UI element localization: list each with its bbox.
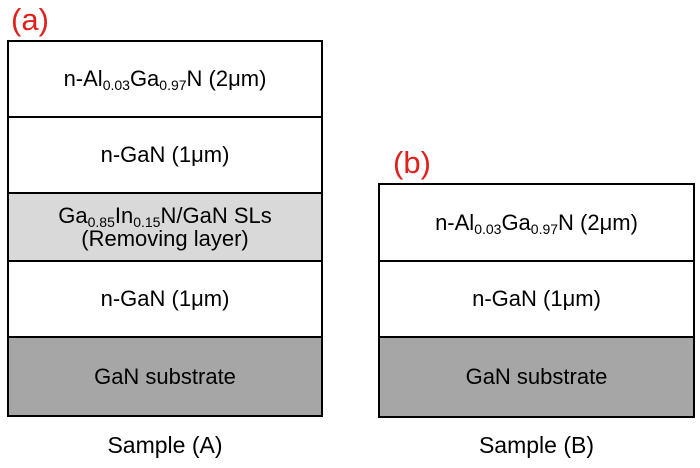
sample-a-layer-gan-lower: n-GaN (1μm) (9, 260, 321, 336)
label-b: (b) (393, 145, 431, 180)
label-text: GaN substrate (94, 363, 236, 389)
subscript: 0.03 (102, 77, 130, 94)
label-text: In (114, 202, 134, 228)
sample-a-layer-substrate: GaN substrate (9, 336, 321, 415)
subscript: 0.15 (133, 213, 161, 230)
layer-label-line2: (Removing layer) (81, 226, 249, 251)
subscript: 0.03 (474, 220, 502, 237)
label-text: Ga (501, 209, 531, 235)
sample-b-layer-stack: n-Al0.03Ga0.97N (2μm) n-GaN (1μm) GaN su… (378, 183, 695, 418)
sample-a-layer-sls: Ga0.85In0.15N/GaN SLs(Removing layer) (9, 192, 321, 260)
layer-label: n-GaN (1μm) (101, 287, 230, 310)
layer-label: n-GaN (1μm) (472, 287, 601, 310)
subscript: 0.97 (530, 220, 559, 237)
layer-label: GaN substrate (94, 365, 236, 388)
subscript: 0.85 (87, 213, 115, 230)
label-text: n-Al (63, 66, 103, 92)
label-text: n-GaN (1μm) (472, 286, 601, 312)
sample-a-caption: Sample (A) (107, 432, 223, 458)
label-text: n-GaN (1μm) (100, 142, 230, 168)
label-text: n-GaN (1μm) (100, 286, 230, 312)
layer-label: GaN substrate (466, 365, 608, 388)
layer-label: n-Al0.03Ga0.97N (2μm) (435, 209, 638, 237)
sample-b-layer-algan: n-Al0.03Ga0.97N (2μm) (380, 185, 693, 260)
label-text: GaN substrate (465, 364, 608, 390)
sample-b-caption: Sample (B) (478, 432, 595, 458)
label-text: n-Al (435, 209, 475, 235)
label-text: N (2μm) (186, 66, 267, 92)
label-a: (a) (11, 2, 49, 37)
label-text: Ga (129, 66, 160, 92)
sample-a-layer-gan-upper: n-GaN (1μm) (9, 116, 321, 192)
layer-label: Ga0.85In0.15N/GaN SLs (58, 202, 272, 230)
sample-b-layer-gan: n-GaN (1μm) (380, 260, 693, 336)
sample-a-layer-algan: n-Al0.03Ga0.97N (2μm) (9, 42, 321, 116)
layer-label: n-Al0.03Ga0.97N (2μm) (63, 66, 267, 94)
label-text: N/GaN SLs (160, 202, 272, 228)
sample-b-layer-substrate: GaN substrate (380, 336, 693, 416)
label-text: Ga (58, 202, 88, 228)
sample-a-layer-stack: n-Al0.03Ga0.97N (2μm) n-GaN (1μm) Ga0.85… (7, 40, 323, 417)
label-text: N (2μm) (558, 209, 638, 235)
layer-label: n-GaN (1μm) (101, 143, 230, 166)
subscript: 0.97 (159, 77, 187, 94)
